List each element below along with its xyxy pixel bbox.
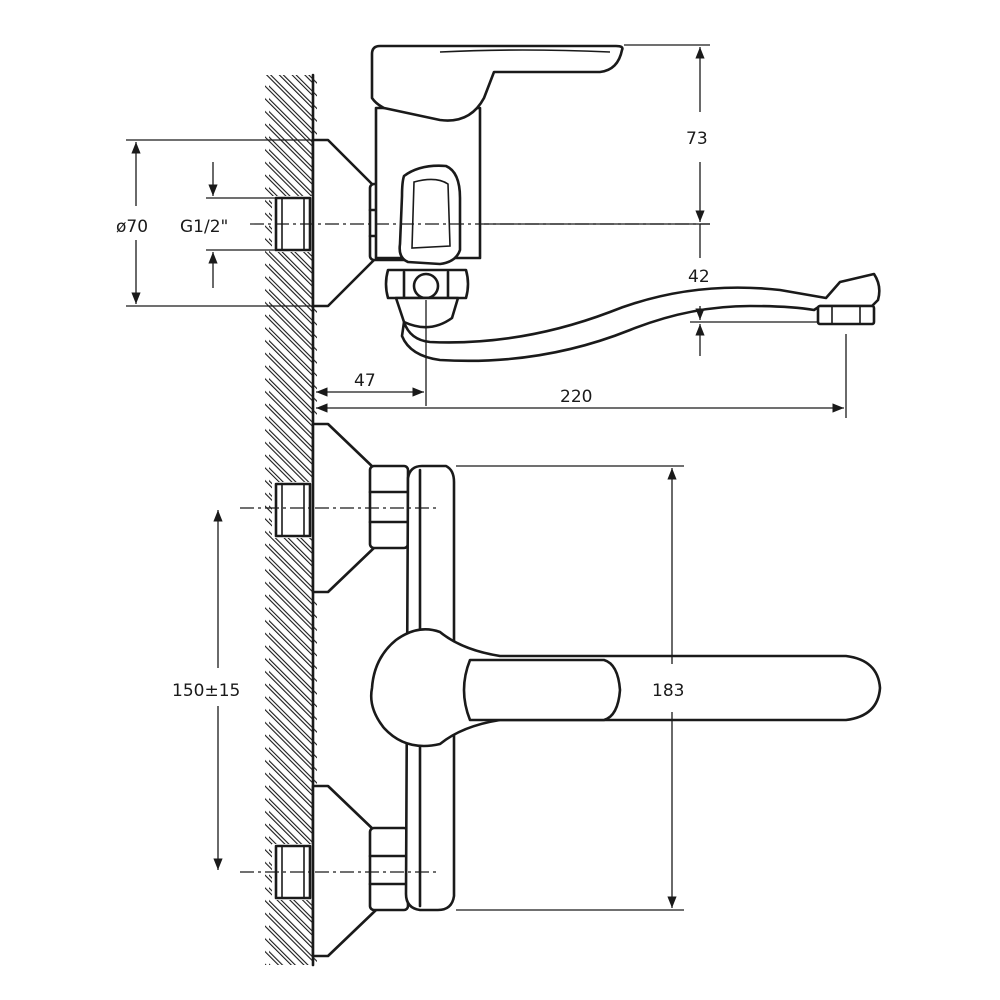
dim-73-label: 73 <box>686 129 708 149</box>
dim-42-label: 42 <box>688 267 710 287</box>
dim-220-label: 220 <box>560 387 592 407</box>
dim-183-label: 183 <box>652 681 684 701</box>
aerator <box>816 304 876 326</box>
dim-diameter-label: ø70 <box>116 217 148 237</box>
dim-47-label: 47 <box>354 371 376 391</box>
cartridge-cover <box>398 164 462 266</box>
dim-150-label: 150±15 <box>172 681 240 701</box>
dimensions: 73 42 ø70 G1/2" 47 220 150±15 <box>116 44 847 911</box>
front-view <box>240 422 882 958</box>
spout <box>400 272 881 363</box>
hex-nut-upper <box>368 464 410 550</box>
inlet-thread-upper <box>274 482 312 538</box>
side-view <box>250 44 881 363</box>
lever-handle <box>370 44 624 122</box>
dim-thread-label: G1/2" <box>180 217 228 237</box>
flange-lower <box>311 784 378 958</box>
lever-front <box>369 628 882 748</box>
hex-nut-lower <box>368 826 410 912</box>
spout-collar <box>384 268 470 329</box>
flange-top <box>311 138 378 308</box>
